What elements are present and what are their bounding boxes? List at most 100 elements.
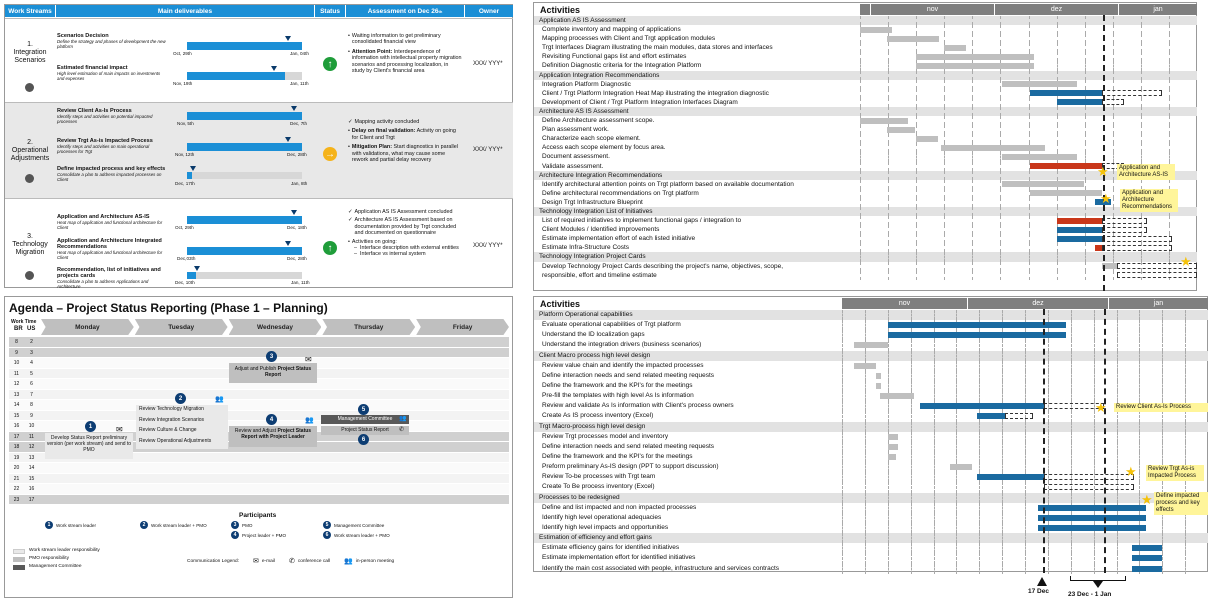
grid-line xyxy=(1116,411,1118,422)
deliverable-bar xyxy=(187,72,302,80)
grid-line xyxy=(1000,188,1002,198)
grid-line xyxy=(1084,34,1086,44)
step-circle-1: 1 xyxy=(85,421,96,432)
grid-line xyxy=(910,553,912,564)
grid-line xyxy=(1093,441,1095,452)
gantt-task-row: Identify architectural attention points … xyxy=(534,179,1197,189)
grid-line xyxy=(972,152,974,162)
deliverable-bar-fill xyxy=(187,272,197,279)
participants-title: Participants xyxy=(239,512,277,519)
grid-line xyxy=(887,533,889,544)
grid-line xyxy=(916,216,918,226)
grid-line xyxy=(860,134,861,144)
grid-line xyxy=(864,411,866,422)
gantt-task-row: Identify high level operational adequaci… xyxy=(534,512,1208,523)
grid-line xyxy=(1185,421,1187,432)
grid-line xyxy=(979,522,981,534)
gantt-task-row: Review Trgt processes model and inventor… xyxy=(534,431,1208,442)
grid-line xyxy=(916,252,918,262)
agenda-title: Agenda – Project Status Reporting (Phase… xyxy=(9,301,328,315)
grid-line xyxy=(910,451,912,463)
grid-line xyxy=(956,451,958,463)
grid-line xyxy=(842,522,843,534)
grid-line xyxy=(887,310,889,321)
grid-line xyxy=(887,411,889,422)
day-monday: Monday xyxy=(41,319,134,335)
hour-us: 14 xyxy=(28,465,35,471)
grid-line xyxy=(888,188,890,198)
grid-line xyxy=(972,25,974,35)
gantt-bar xyxy=(1102,244,1172,251)
check-icon: ✓ xyxy=(348,217,353,224)
grid-line xyxy=(1002,533,1004,544)
workstream-row-3: 3. Technology Migration Application and … xyxy=(5,198,513,289)
grid-line xyxy=(1084,252,1086,262)
grid-line xyxy=(1140,243,1142,253)
gantt-bar xyxy=(1030,90,1102,97)
gantt-task-row: Develop Technology Project Cards describ… xyxy=(534,261,1197,271)
grid-line xyxy=(842,441,843,452)
grid-line xyxy=(1139,360,1141,371)
grid-line xyxy=(860,88,861,98)
grid-line xyxy=(887,380,889,392)
milestone-marker xyxy=(194,266,200,271)
grid-line xyxy=(944,234,946,244)
grid-line xyxy=(1112,43,1114,53)
grid-line xyxy=(1140,88,1142,98)
grid-line xyxy=(1116,451,1118,463)
grid-line xyxy=(1047,360,1049,371)
grid-line xyxy=(979,512,981,523)
grid-line xyxy=(1000,170,1002,180)
grid-line xyxy=(1056,116,1058,126)
grid-line xyxy=(1028,216,1030,226)
hour-br: 11 xyxy=(13,370,20,377)
grid-line xyxy=(956,370,958,381)
gantt-section-row: Processes to be redesigned xyxy=(534,492,1208,503)
grid-line xyxy=(887,370,889,381)
grid-line xyxy=(1112,152,1114,162)
gantt-section-row: Technology Integration List of Initiativ… xyxy=(534,206,1197,217)
start-date: Dec, 17th xyxy=(175,181,195,186)
task-label: Design Trgt Infrastructure Blueprint xyxy=(542,198,643,206)
hour-us: 11 xyxy=(28,433,35,440)
grid-line xyxy=(1116,492,1118,503)
grid-line xyxy=(916,125,918,135)
dash-icon: – xyxy=(354,245,357,252)
deliverable-bar xyxy=(187,247,302,255)
grid-line xyxy=(1070,401,1072,412)
grid-line xyxy=(1056,270,1058,280)
grid-line xyxy=(1140,106,1142,117)
play-icon[interactable] xyxy=(25,174,34,183)
grid-line xyxy=(864,543,866,554)
deliverable-bar-fill xyxy=(187,72,285,80)
grid-line xyxy=(887,462,889,473)
grid-line xyxy=(1116,563,1118,574)
wednesday-event-review: Review and Adjust Project Status Report … xyxy=(229,426,317,447)
grid-line xyxy=(1185,553,1187,564)
workstream-num: 2. xyxy=(27,139,33,146)
gantt-task-row: Review To-be processes with Trgt team xyxy=(534,472,1208,483)
play-icon[interactable] xyxy=(25,83,34,92)
grid-line xyxy=(887,360,889,371)
grid-line xyxy=(1002,421,1004,432)
grid-line xyxy=(972,125,974,135)
gantt-section-row: Technology Integration Project Cards xyxy=(534,252,1197,262)
play-icon[interactable] xyxy=(25,271,34,280)
grid-line xyxy=(910,350,912,361)
grid-line xyxy=(1168,261,1170,271)
grid-line xyxy=(944,188,946,198)
gantt-bar xyxy=(1005,413,1033,420)
grid-line xyxy=(860,143,861,153)
assessment-item-text: Architecture AS IS Assessment based on d… xyxy=(354,217,457,237)
grid-line xyxy=(842,421,843,432)
grid-line xyxy=(910,401,912,412)
grid-line xyxy=(1168,61,1170,71)
step-circle-4: 4 xyxy=(266,414,277,425)
workstream-row-1: 1. Integration Scenarios Scenarios Decis… xyxy=(5,18,513,102)
bullet-icon: • xyxy=(348,128,350,135)
grid-line xyxy=(864,553,866,564)
wed-mid-bold: Project Status Report with Project Leade… xyxy=(241,428,312,440)
grid-line xyxy=(916,197,918,207)
grid-line xyxy=(1168,25,1170,35)
